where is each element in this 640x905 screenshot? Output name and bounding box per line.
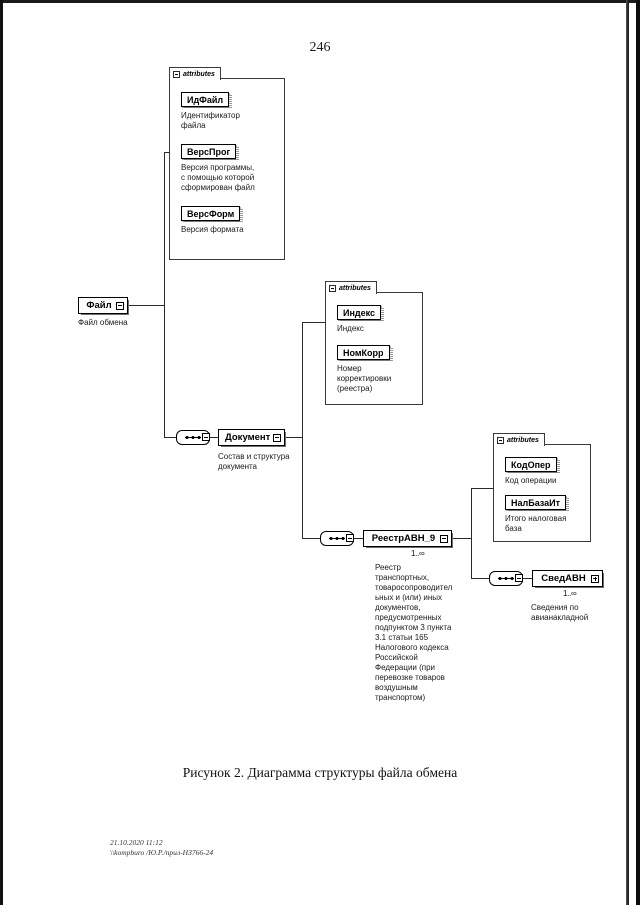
attribute-chip-versform[interactable]: ВерсФорм	[181, 206, 244, 222]
footer-line-1: 21.10.2020 11:12	[110, 838, 163, 847]
attribute-chip-nalbazait[interactable]: НалБазаИт	[505, 495, 570, 511]
node-label: Файл	[86, 300, 112, 311]
sequence-connector-2[interactable]	[320, 531, 354, 546]
node-description-dokument: Состав и структура документа	[218, 452, 290, 471]
scan-edge-right-outer	[636, 0, 640, 905]
sequence-dots-icon	[329, 536, 345, 541]
figure-caption: Рисунок 2. Диаграмма структуры файла обм…	[182, 765, 458, 780]
connector-seq1-to-dokument	[210, 437, 218, 438]
collapse-minus-icon[interactable]	[173, 70, 180, 78]
connector-dokument-branch-vertical	[302, 322, 303, 538]
node-dokument[interactable]: Документ	[218, 429, 285, 446]
connector-reestr-to-sequence	[471, 578, 489, 579]
attribute-chip-indeks[interactable]: Индекс	[337, 305, 385, 321]
attribute-description-indeks: Индекс	[337, 324, 364, 333]
node-description-reestr: Реестр транспортных, товаросопроводител …	[375, 563, 453, 702]
attribute-description-nomkorr: Номер корректировки (реестра)	[337, 364, 392, 393]
connector-reestr-out	[452, 538, 472, 539]
attributes-tab-label: attributes	[507, 436, 539, 444]
attributes-tab[interactable]: attributes	[325, 281, 377, 294]
scan-edge-right	[626, 0, 629, 905]
xsd-structure-diagram: attributes ИдФайл Идентификатор файла Ве…	[78, 67, 603, 702]
collapse-toggle-icon[interactable]	[440, 534, 448, 543]
attribute-chip-kodoper[interactable]: КодОпер	[505, 457, 560, 473]
cardinality-sved: 1..∞	[563, 589, 577, 598]
attribute-name: НалБазаИт	[511, 497, 561, 508]
attributes-box-fail: attributes ИдФайл Идентификатор файла Ве…	[169, 67, 285, 260]
connector-dokument-attributes	[302, 322, 326, 323]
scan-edge-left	[0, 0, 3, 905]
node-sved-avn[interactable]: СведАВН	[532, 570, 603, 587]
attribute-name: ВерсФорм	[187, 208, 235, 219]
connector-dokument-to-sequence	[302, 538, 320, 539]
attribute-name: ИдФайл	[187, 94, 224, 105]
attribute-description-versprog: Версия программы, с помощью которой сфор…	[181, 163, 255, 192]
connector-fail-branch-vertical	[164, 152, 165, 438]
attributes-tab[interactable]: attributes	[493, 433, 545, 446]
sequence-connector-3[interactable]	[489, 571, 523, 586]
node-fail[interactable]: Файл	[78, 297, 128, 314]
collapse-toggle-icon[interactable]	[116, 301, 124, 310]
attribute-description-versform: Версия формата	[181, 225, 244, 234]
page-number: 246	[309, 40, 331, 55]
attributes-box-reestr: attributes КодОпер Код операции НалБазаИ…	[493, 433, 591, 542]
connector-dokument-out	[285, 437, 303, 438]
sequence-collapse-icon-2[interactable]	[346, 534, 354, 542]
node-description-fail: Файл обмена	[78, 318, 128, 327]
collapse-minus-icon[interactable]	[497, 436, 504, 444]
footer-line-2: \\kompburo /Ю.Р./прил-НЗ766-24	[110, 848, 214, 857]
attribute-description-idfail: Идентификатор файла	[181, 111, 240, 130]
cardinality-reestr: 1..∞	[411, 549, 425, 558]
attributes-tab-label: attributes	[339, 284, 371, 292]
page-footer: 21.10.2020 11:12\\kompburo /Ю.Р./прил-НЗ…	[110, 838, 213, 858]
sequence-collapse-icon-3[interactable]	[515, 574, 523, 582]
attribute-name: НомКорр	[343, 347, 384, 358]
attribute-description-nalbazait: Итого налоговая база	[505, 514, 567, 533]
collapse-toggle-icon[interactable]	[273, 433, 282, 442]
connector-seq2-to-reestr	[354, 538, 363, 539]
sequence-dots-icon	[498, 576, 514, 581]
node-label: Документ	[225, 432, 271, 443]
attribute-name: ВерсПрог	[187, 146, 231, 157]
connector-fail-to-sequence	[164, 437, 176, 438]
connector-reestr-attributes	[471, 488, 494, 489]
attribute-chip-versprog[interactable]: ВерсПрог	[181, 144, 240, 160]
connector-fail-out	[129, 305, 165, 306]
attributes-box-dokument: attributes Индекс Индекс НомКорр Номер к…	[325, 281, 423, 405]
sequence-dots-icon	[185, 435, 201, 440]
attribute-description-kodoper: Код операции	[505, 476, 557, 485]
attributes-tab[interactable]: attributes	[169, 67, 221, 80]
connector-seq3-to-sved	[523, 578, 532, 579]
connector-fail-attributes	[164, 152, 170, 153]
node-reestr-avn-9[interactable]: РеестрАВН_9	[363, 530, 452, 547]
node-description-sved: Сведения по авианакладной	[531, 603, 589, 622]
collapse-minus-icon[interactable]	[329, 284, 336, 292]
attribute-name: Индекс	[343, 307, 376, 318]
connector-reestr-branch-vertical	[471, 488, 472, 578]
node-label: РеестрАВН_9	[371, 533, 436, 544]
expand-toggle-icon[interactable]	[591, 574, 599, 583]
scan-edge-top	[0, 0, 640, 3]
attribute-chip-nomkorr[interactable]: НомКорр	[337, 345, 393, 361]
attribute-name: КодОпер	[511, 459, 551, 470]
attributes-tab-label: attributes	[183, 70, 215, 78]
node-label: СведАВН	[541, 573, 586, 584]
sequence-collapse-icon-1[interactable]	[202, 433, 210, 441]
attribute-chip-idfail[interactable]: ИдФайл	[181, 92, 233, 108]
